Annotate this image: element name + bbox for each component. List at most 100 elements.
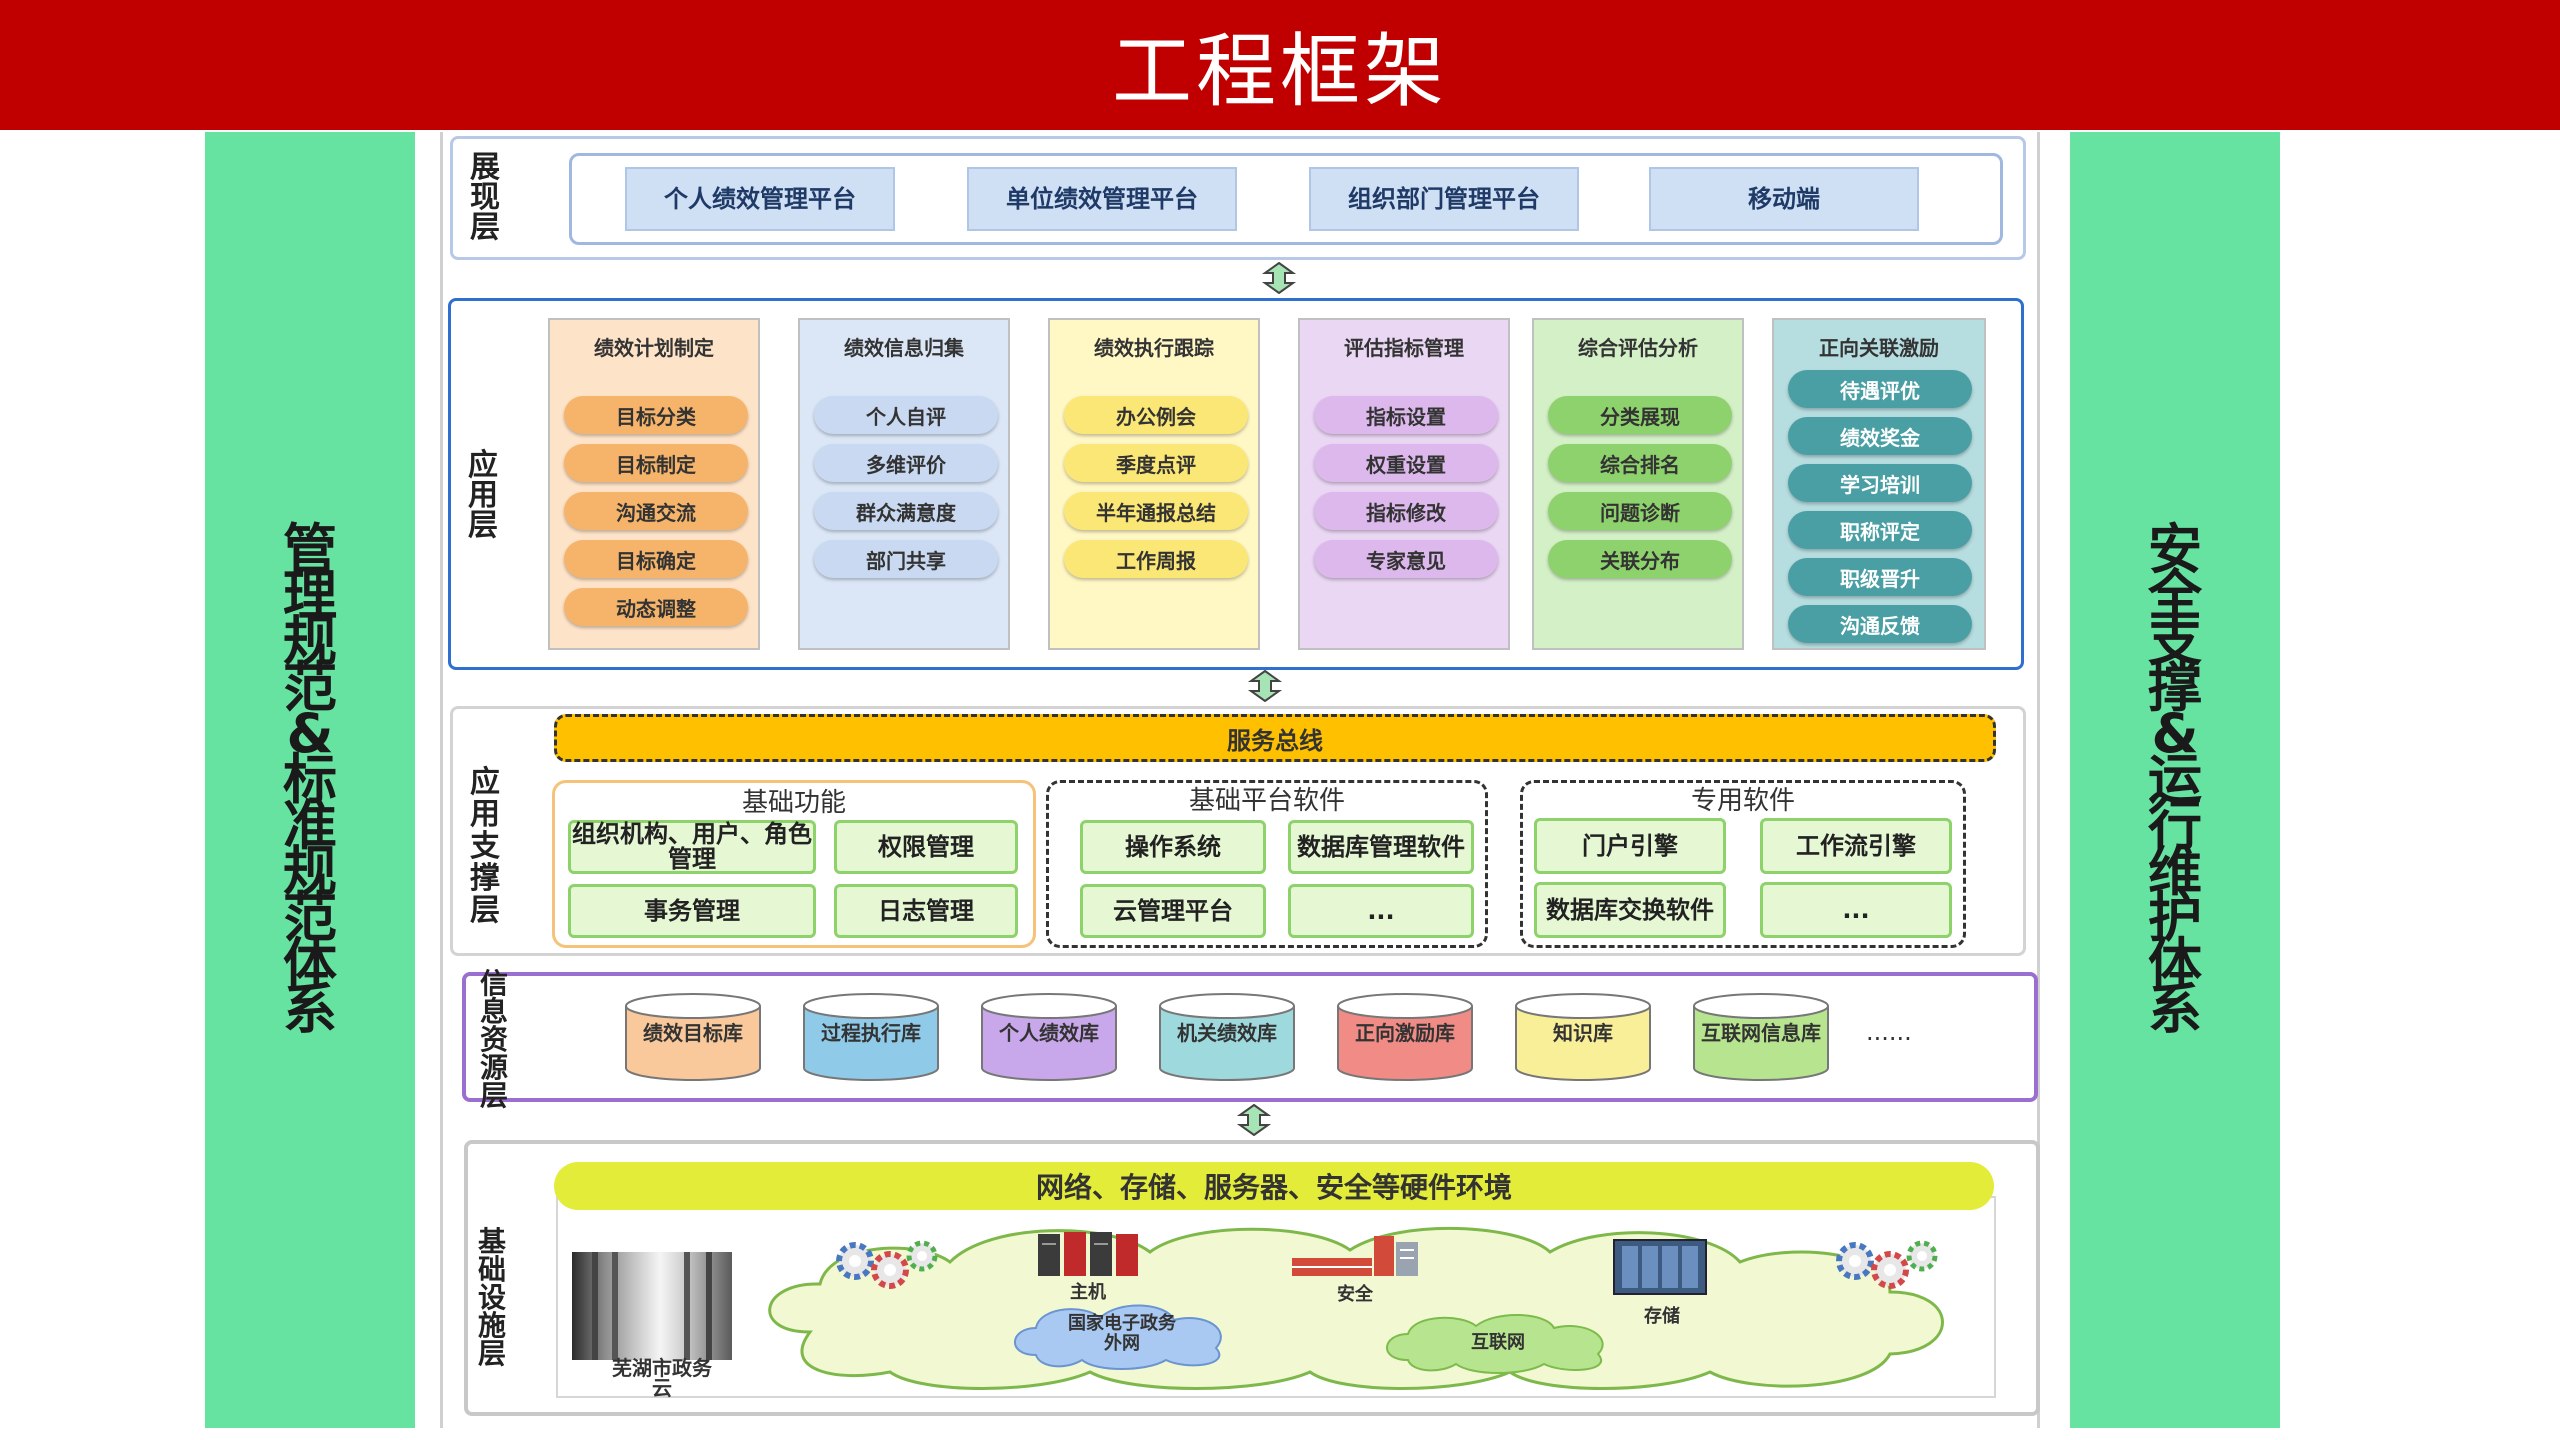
app-column-1: 绩效信息归集个人自评多维评价群众满意度部门共享 [798, 318, 1010, 650]
app-column-2: 绩效执行跟踪办公例会季度点评半年通报总结工作周报 [1048, 318, 1260, 650]
database-cylinder: 机关绩效库 [1158, 992, 1296, 1082]
app-item: 分类展现 [1548, 396, 1732, 434]
data-center-photo [572, 1252, 732, 1360]
service-bus-label: 服务总线 [1227, 726, 1323, 755]
app-item: 关联分布 [1548, 540, 1732, 578]
os-box: 操作系统 [1080, 820, 1266, 874]
double-arrow-icon [1247, 670, 1283, 702]
log-box: 日志管理 [834, 884, 1018, 938]
database-cylinder: 知识库 [1514, 992, 1652, 1082]
app-column-title: 综合评估分析 [1578, 336, 1698, 360]
double-arrow-icon [1261, 262, 1297, 294]
app-column-3: 评估指标管理指标设置权重设置指标修改专家意见 [1298, 318, 1510, 650]
database-label: 正向激励库 [1355, 1021, 1455, 1045]
presentation-layer: 展现层 个人绩效管理平台 单位绩效管理平台 组织部门管理平台 移动端 [450, 136, 2026, 260]
app-item: 指标修改 [1314, 492, 1498, 530]
database-cylinder: 个人绩效库 [980, 992, 1118, 1082]
app-column-title: 评估指标管理 [1344, 336, 1464, 360]
firewall-security-icon [1292, 1236, 1418, 1276]
hardware-banner-label: 网络、存储、服务器、安全等硬件环境 [1035, 1171, 1512, 1204]
unit-performance-platform: 单位绩效管理平台 [967, 167, 1237, 231]
storage-label: 存储 [1644, 1306, 1680, 1327]
security-label: 安全 [1337, 1284, 1373, 1305]
org-department-platform: 组织部门管理平台 [1309, 167, 1579, 231]
app-item: 权重设置 [1314, 444, 1498, 482]
data-center-caption: 芜湖市政务云 [612, 1356, 712, 1400]
dedicated-software-title: 专用软件 [1690, 786, 1795, 816]
org-user-role-box: 组织机构、用户、角色管理 [568, 820, 816, 874]
gears-icon [836, 1240, 938, 1289]
app-item: 指标设置 [1314, 396, 1498, 434]
app-column-5: 正向关联激励待遇评优绩效奖金学习培训职称评定职级晋升沟通反馈 [1772, 318, 1986, 650]
database-cylinder: 绩效目标库 [624, 992, 762, 1082]
db-software-box: 数据库管理软件 [1288, 820, 1474, 874]
app-column-4: 综合评估分析分类展现综合排名问题诊断关联分布 [1532, 318, 1744, 650]
database-cylinder: 过程执行库 [802, 992, 940, 1082]
db-exchange-box: 数据库交换软件 [1534, 882, 1726, 938]
app-item: 目标制定 [564, 444, 748, 482]
app-column-title: 绩效计划制定 [594, 336, 714, 360]
hardware-banner: 网络、存储、服务器、安全等硬件环境 [554, 1162, 1994, 1210]
platform-more-box: ... [1288, 884, 1474, 938]
app-item: 职级晋升 [1788, 558, 1972, 596]
app-item: 动态调整 [564, 588, 748, 626]
app-column-0: 绩效计划制定目标分类目标制定沟通交流目标确定动态调整 [548, 318, 760, 650]
app-item: 工作周报 [1064, 540, 1248, 578]
db-more: ...... [1866, 1018, 1912, 1046]
database-label: 过程执行库 [821, 1021, 921, 1045]
double-arrow-icon [1236, 1104, 1272, 1136]
app-item: 绩效奖金 [1788, 417, 1972, 455]
app-item: 部门共享 [814, 540, 998, 578]
cloud-mgmt-box: 云管理平台 [1080, 884, 1266, 938]
app-item: 个人自评 [814, 396, 998, 434]
security-ops-column: 安全支撑&运行维护体系 [2070, 132, 2280, 1428]
app-item: 目标确定 [564, 540, 748, 578]
database-cylinder: 互联网信息库 [1692, 992, 1830, 1082]
mobile-platform: 移动端 [1649, 167, 1919, 231]
egov-network-label: 国家电子政务外网 [1068, 1313, 1176, 1354]
app-item: 问题诊断 [1548, 492, 1732, 530]
database-label: 互联网信息库 [1701, 1021, 1821, 1045]
app-item: 沟通反馈 [1788, 605, 1972, 643]
security-ops-label: 安全支撑&运行维护体系 [2148, 518, 2202, 1041]
management-standards-column: 管理规范&标准规范体系 [205, 132, 415, 1428]
support-layer-label: 应用支撑层 [470, 765, 500, 928]
info-resource-layer-label: 信息资源层 [479, 967, 508, 1112]
dedicated-software-group [1520, 780, 1966, 948]
basic-functions-group [552, 780, 1036, 948]
app-item: 季度点评 [1064, 444, 1248, 482]
application-layer-label: 应用层 [468, 448, 498, 543]
platform-software-group [1046, 780, 1488, 948]
database-label: 绩效目标库 [643, 1021, 743, 1045]
internet-label: 互联网 [1471, 1332, 1525, 1353]
presentation-layer-label: 展现层 [470, 150, 500, 245]
egov-network-cloud [1014, 1304, 1222, 1370]
app-item: 群众满意度 [814, 492, 998, 530]
dedicated-more-box: ... [1760, 882, 1952, 938]
app-item: 职称评定 [1788, 511, 1972, 549]
storage-icon [1613, 1239, 1707, 1295]
title-bar: 工程框架 [0, 0, 2560, 130]
app-column-title: 正向关联激励 [1819, 336, 1939, 360]
transaction-box: 事务管理 [568, 884, 816, 938]
app-item: 专家意见 [1314, 540, 1498, 578]
workflow-engine-box: 工作流引擎 [1760, 818, 1952, 874]
database-label: 个人绩效库 [999, 1021, 1099, 1045]
app-item: 办公例会 [1064, 396, 1248, 434]
server-host-icon [1038, 1232, 1138, 1276]
permission-box: 权限管理 [834, 820, 1018, 874]
infrastructure-layer-label: 基础设施层 [477, 1225, 506, 1370]
database-cylinder: 正向激励库 [1336, 992, 1474, 1082]
gears-icon [1836, 1240, 1938, 1289]
management-standards-label: 管理规范&标准规范体系 [283, 518, 337, 1041]
framework-frame [440, 132, 2040, 1428]
app-column-title: 绩效执行跟踪 [1094, 336, 1214, 360]
service-bus: 服务总线 [554, 714, 1996, 762]
app-column-title: 绩效信息归集 [844, 336, 964, 360]
internet-cloud [1386, 1314, 1604, 1374]
personal-performance-platform: 个人绩效管理平台 [625, 167, 895, 231]
host-label: 主机 [1070, 1282, 1106, 1303]
app-item: 综合排名 [1548, 444, 1732, 482]
app-item: 待遇评优 [1788, 370, 1972, 408]
app-item: 目标分类 [564, 396, 748, 434]
